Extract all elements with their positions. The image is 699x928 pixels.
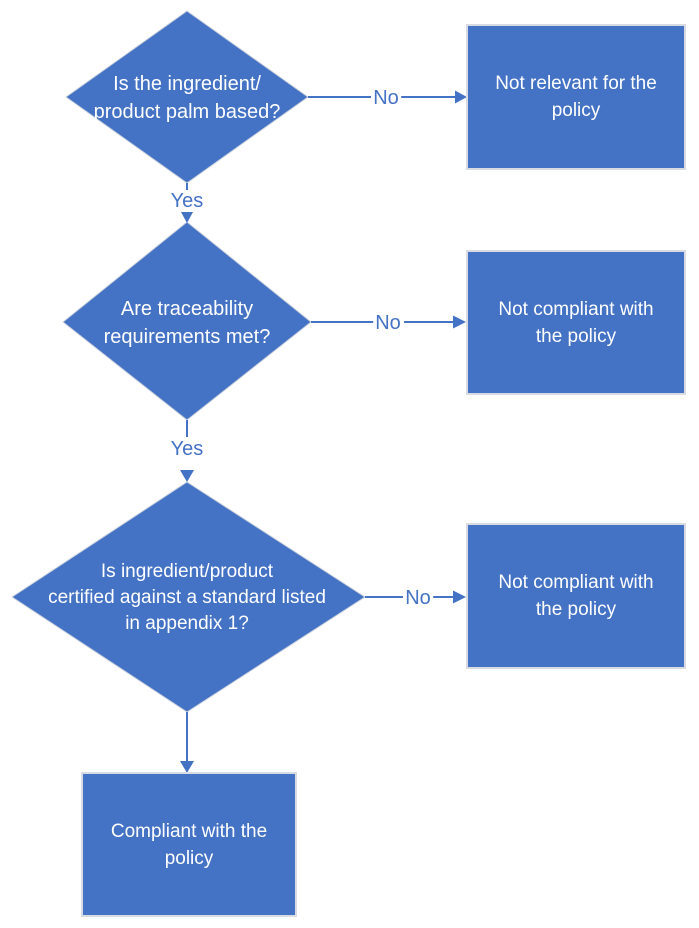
arrowhead-icon-no-2 bbox=[453, 315, 466, 329]
result-box-not-relevant: Not relevant for the policy bbox=[466, 24, 686, 170]
edge-label-yes-1: Yes bbox=[168, 190, 206, 212]
arrowhead-icon-no-3 bbox=[453, 590, 466, 604]
edge-label-yes-2: Yes bbox=[168, 438, 206, 460]
edge-label-no-2: No bbox=[373, 312, 403, 334]
result-box-compliant: Compliant with the policy bbox=[81, 772, 297, 917]
arrowhead-icon-down-compliant bbox=[180, 761, 194, 773]
edge-label-no-3: No bbox=[403, 587, 433, 609]
decision-diamond-certified bbox=[11, 481, 366, 713]
arrowhead-icon-no-1 bbox=[455, 90, 467, 104]
decision-diamond-traceability bbox=[62, 221, 312, 421]
decision-diamond-palm-based bbox=[65, 10, 309, 184]
edge-label-no-1: No bbox=[371, 87, 401, 109]
arrowhead-icon-yes-2 bbox=[180, 470, 194, 482]
result-box-not-compliant-traceability: Not compliant with the policy bbox=[466, 250, 686, 395]
arrowhead-icon-yes-1 bbox=[181, 212, 193, 223]
result-box-not-compliant-certification: Not compliant with the policy bbox=[466, 523, 686, 669]
